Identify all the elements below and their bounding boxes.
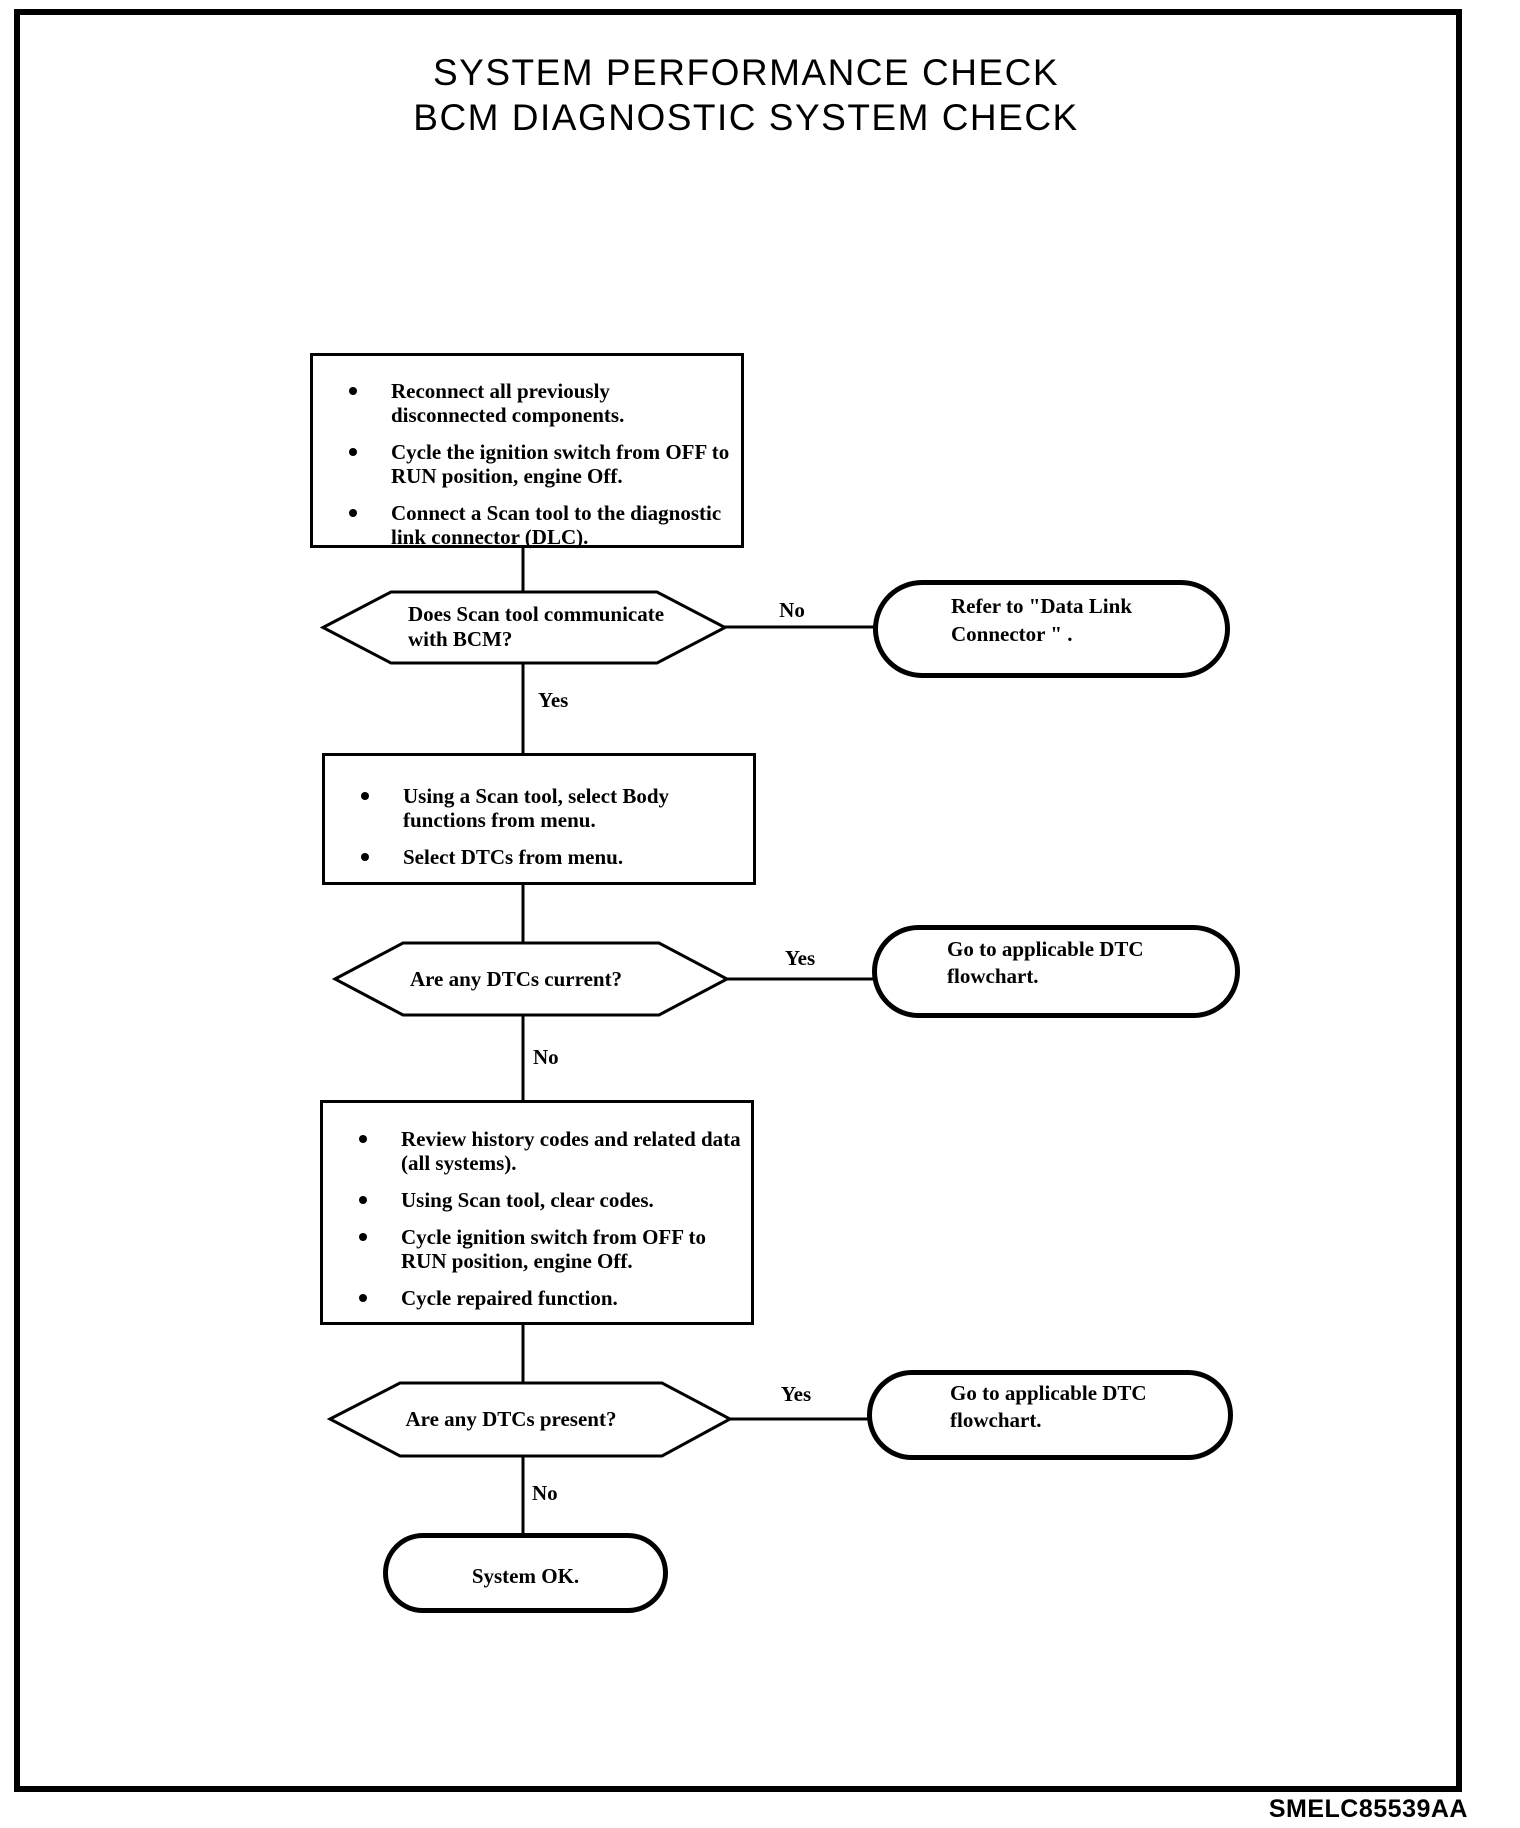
decision2-question: Are any DTCs current?: [409, 967, 623, 991]
terminal-system-ok-text: System OK.: [471, 1564, 580, 1588]
step1-bullet-2: Cycle the ignition switch from OFF to RU…: [347, 440, 733, 488]
step3-bullet-1: Review history codes and related data (a…: [357, 1127, 743, 1175]
title-line-1: SYSTEM PERFORMANCE CHECK: [432, 52, 1059, 93]
decision3-hexagon: [326, 1381, 734, 1458]
terminal-dtc-1-line-1: Go to applicable DTC: [947, 937, 1144, 961]
step3-bullet-2-line-1: Using Scan tool, clear codes.: [401, 1188, 654, 1212]
step1-bullet-1: Reconnect all previously disconnected co…: [347, 379, 733, 427]
decision2-no-label: No: [533, 1045, 559, 1069]
process-step-3-list: Review history codes and related data (a…: [323, 1127, 751, 1310]
page-title: SYSTEM PERFORMANCE CHECK BCM DIAGNOSTIC …: [30, 50, 1462, 140]
terminal-dtc-flowchart-2-oval: [867, 1370, 1233, 1460]
step2-bullet-2: Select DTCs from menu.: [359, 845, 745, 869]
step3-bullet-1-line-1: Review history codes and related data: [401, 1127, 741, 1151]
decision2-yes-label: Yes: [784, 946, 816, 970]
decision3-question: Are any DTCs present?: [405, 1407, 617, 1431]
decision1-yes-label: Yes: [538, 688, 569, 712]
decision1-hexagon: [319, 590, 729, 665]
process-step-1-list: Reconnect all previously disconnected co…: [313, 379, 741, 549]
decision1-question-line-2: with BCM?: [408, 627, 513, 651]
decision3-yes-label: Yes: [780, 1382, 812, 1406]
decision3-no-label: No: [532, 1481, 558, 1505]
step1-bullet-1-line-1: Reconnect all previously: [391, 379, 610, 403]
step2-bullet-1: Using a Scan tool, select Body functions…: [359, 784, 745, 832]
step3-bullet-3: Cycle ignition switch from OFF to RUN po…: [357, 1225, 743, 1273]
terminal-dtc-2-line-2: flowchart.: [950, 1408, 1042, 1432]
process-step-2-box: Using a Scan tool, select Body functions…: [322, 753, 756, 885]
terminal-refer-dlc-oval: [873, 580, 1230, 678]
page-border: [14, 9, 1462, 1792]
title-line-2: BCM DIAGNOSTIC SYSTEM CHECK: [413, 97, 1079, 138]
step2-bullet-1-line-2: functions from menu.: [403, 808, 596, 832]
step3-bullet-4-line-1: Cycle repaired function.: [401, 1286, 618, 1310]
process-step-1-box: Reconnect all previously disconnected co…: [310, 353, 744, 549]
step2-bullet-2-line-1: Select DTCs from menu.: [403, 845, 624, 869]
step1-bullet-1-line-2: disconnected components.: [391, 403, 625, 427]
step2-bullet-1-line-1: Using a Scan tool, select Body: [403, 784, 670, 808]
terminal-dtc-flowchart-2-text: Go to applicable DTC flowchart.: [950, 1380, 1170, 1434]
step3-bullet-2: Using Scan tool, clear codes.: [357, 1188, 743, 1212]
step1-bullet-2-line-1: Cycle the ignition switch from OFF to: [391, 440, 730, 464]
decision1-question-line-1: Does Scan tool communicate: [408, 602, 665, 626]
figure-code: SMELC85539AA: [1268, 1795, 1468, 1823]
step3-bullet-3-line-1: Cycle ignition switch from OFF to: [401, 1225, 707, 1249]
terminal-dtc-flowchart-1-text: Go to applicable DTC flowchart.: [947, 936, 1167, 990]
step3-bullet-3-line-2: RUN position, engine Off.: [401, 1249, 633, 1273]
process-step-2-list: Using a Scan tool, select Body functions…: [325, 784, 753, 869]
decision1-question: Does Scan tool communicate with BCM?: [408, 602, 708, 652]
step1-bullet-3-line-2: link connector (DLC).: [391, 525, 589, 549]
step1-bullet-3-line-1: Connect a Scan tool to the diagnostic: [391, 501, 722, 525]
terminal-refer-dlc-text: Refer to "Data Link Connector " .: [951, 592, 1181, 648]
process-step-3-box: Review history codes and related data (a…: [320, 1100, 754, 1325]
terminal-system-ok-oval: [383, 1533, 668, 1613]
step1-bullet-3: Connect a Scan tool to the diagnostic li…: [347, 501, 733, 549]
decision2-hexagon: [331, 941, 731, 1017]
step1-bullet-2-line-2: RUN position, engine Off.: [391, 464, 623, 488]
terminal-refer-dlc-line-1: Refer to "Data Link: [951, 594, 1133, 618]
step3-bullet-1-line-2: (all systems).: [401, 1151, 517, 1175]
terminal-dtc-flowchart-1-oval: [872, 925, 1240, 1018]
terminal-refer-dlc-line-2: Connector " .: [951, 622, 1073, 646]
terminal-dtc-2-line-1: Go to applicable DTC: [950, 1381, 1147, 1405]
step3-bullet-4: Cycle repaired function.: [357, 1286, 743, 1310]
terminal-dtc-1-line-2: flowchart.: [947, 964, 1039, 988]
decision1-no-label: No: [779, 598, 805, 622]
